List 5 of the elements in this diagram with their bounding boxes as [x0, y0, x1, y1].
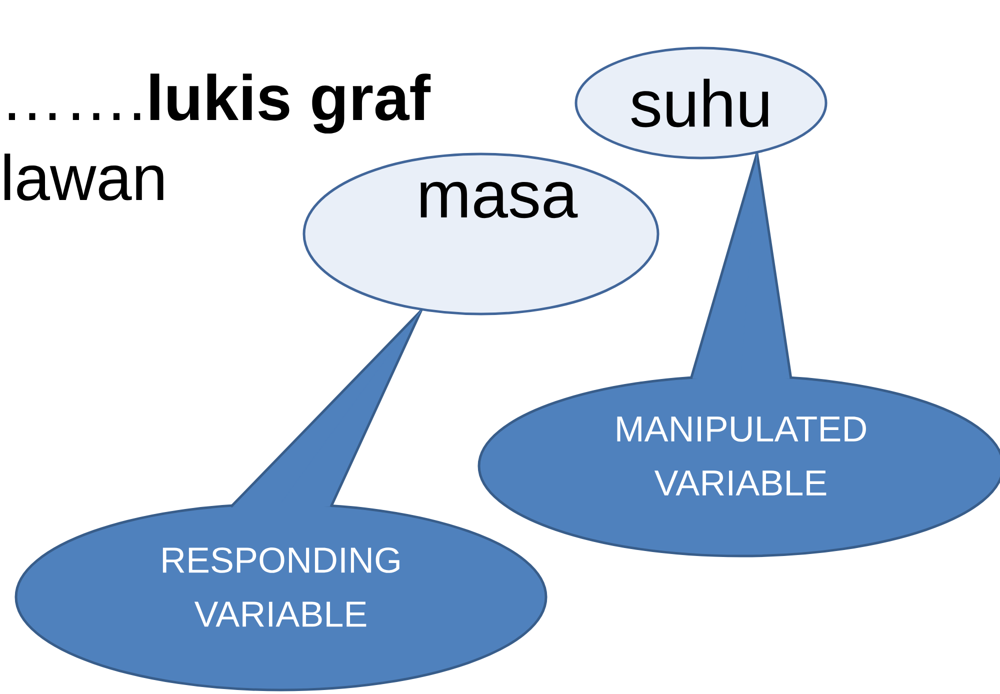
callout-tail [230, 309, 422, 508]
bubble: suhu [574, 46, 828, 160]
heading-text: …….lukis graf [8, 74, 431, 134]
heading-text: lawan [4, 154, 164, 201]
callout-tail [690, 152, 792, 380]
